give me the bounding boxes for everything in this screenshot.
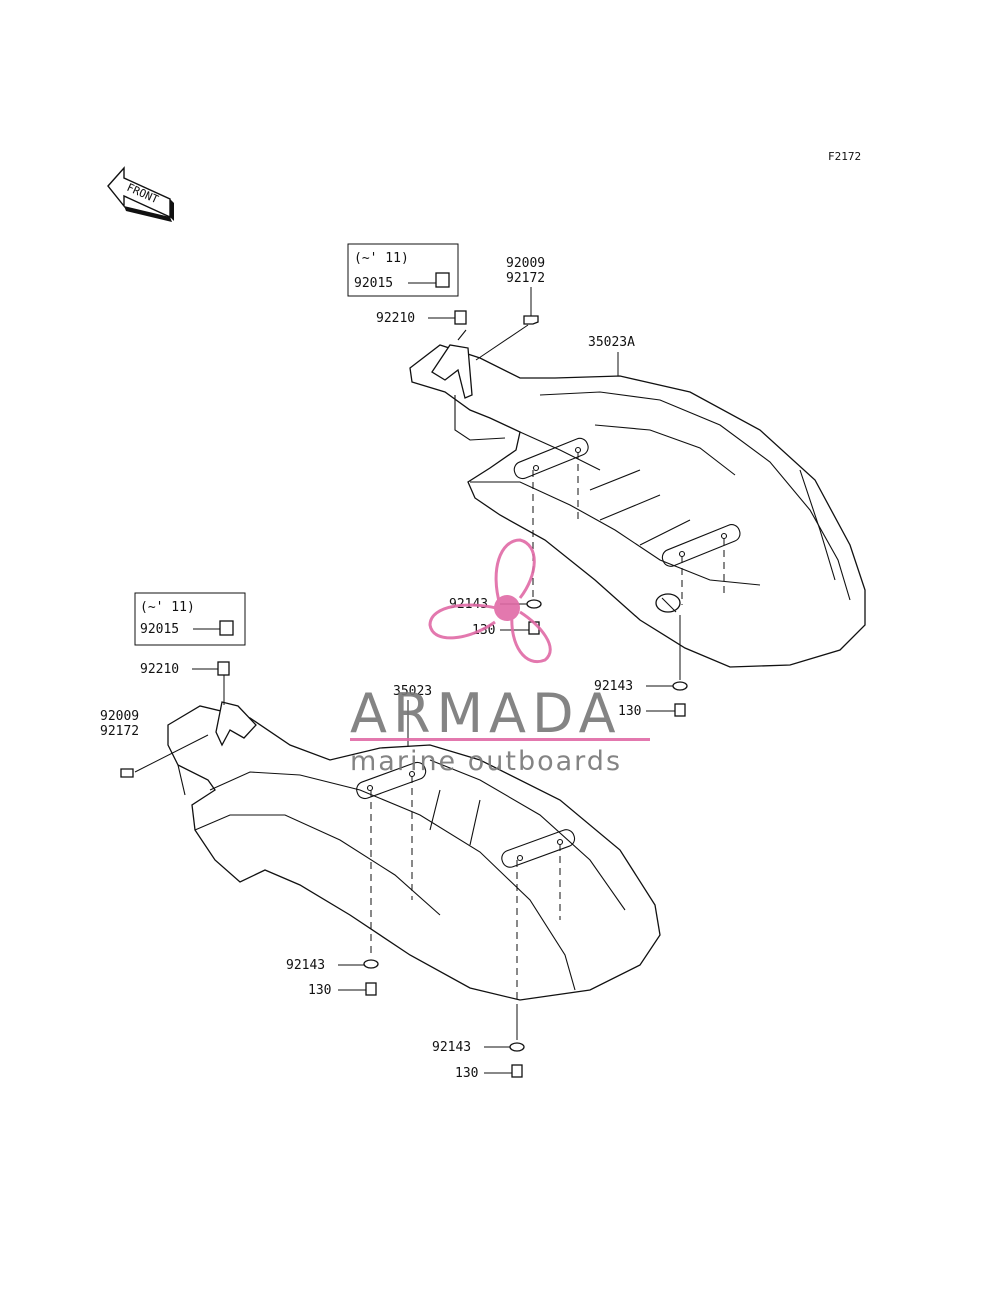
upper-note-box — [347, 243, 459, 297]
lower-92172-label: 92172 — [100, 724, 139, 739]
lower-92015-label: 92015 — [140, 622, 179, 637]
clip-icon — [217, 661, 230, 676]
washer-icon — [363, 959, 379, 969]
rear-fender-lower — [167, 701, 661, 1001]
upper-note: (~' 11) — [354, 251, 409, 266]
clip-nut-icon — [219, 620, 234, 636]
bolt-label-4: 130 — [455, 1066, 478, 1081]
lower-note-box — [134, 592, 246, 646]
upper-92009-label: 92009 — [506, 256, 545, 271]
clip-nut-icon — [435, 272, 450, 288]
bolt-label-2: 130 — [618, 704, 641, 719]
screw-icon — [523, 315, 539, 325]
upper-92210-label: 92210 — [376, 311, 415, 326]
washer-icon — [526, 599, 542, 609]
screw-icon — [120, 768, 134, 778]
watermark-tagline: marine outboards — [350, 746, 622, 777]
rear-fender-upper — [409, 329, 866, 668]
watermark-brand: ARMADA — [350, 682, 622, 745]
diagram-code: F2172 — [828, 150, 861, 163]
washer-label-4: 92143 — [432, 1040, 471, 1055]
upper-92015-label: 92015 — [354, 276, 393, 291]
lower-92210-label: 92210 — [140, 662, 179, 677]
clip-icon — [454, 310, 467, 325]
bolt-icon — [511, 1064, 523, 1078]
lower-note: (~' 11) — [140, 600, 195, 615]
washer-icon — [509, 1042, 525, 1052]
washer-icon — [672, 681, 688, 691]
bolt-label-3: 130 — [308, 983, 331, 998]
fender-upper-label: 35023A — [588, 335, 635, 350]
front-arrow-icon: FRONT — [107, 166, 174, 222]
upper-92172-label: 92172 — [506, 271, 545, 286]
lower-92009-label: 92009 — [100, 709, 139, 724]
washer-label-3: 92143 — [286, 958, 325, 973]
bolt-icon — [365, 982, 377, 996]
fender-lower-label: 35023 — [393, 684, 432, 699]
washer-label-2: 92143 — [594, 679, 633, 694]
armada-watermark: ARMADA marine outboards — [350, 538, 650, 777]
watermark-underline — [350, 738, 650, 741]
bolt-icon — [674, 703, 686, 717]
propeller-logo-icon — [428, 538, 552, 664]
